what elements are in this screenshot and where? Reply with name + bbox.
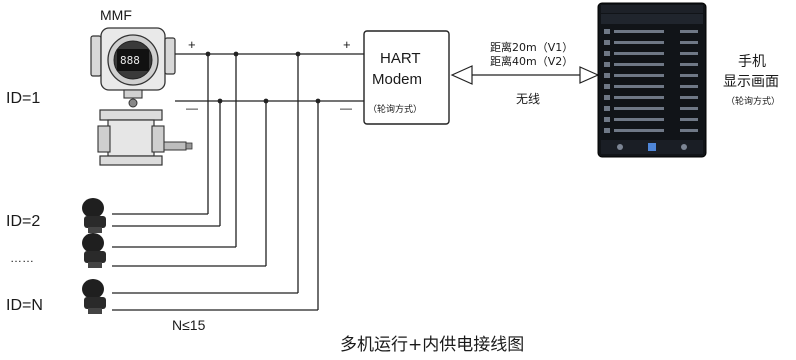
sensor-left-flange: [97, 125, 111, 153]
wireless-range-v2: 距离40m（V2）: [490, 54, 573, 68]
id-label-ellipsis: ……: [10, 251, 34, 265]
menu-row-icon: [604, 73, 610, 78]
housing-left-cap: [90, 35, 102, 77]
id-label-2: ID=2: [6, 213, 40, 230]
menu-row-icon: [604, 106, 610, 111]
menu-row-text: [614, 129, 664, 132]
id-label-1: ID=1: [6, 90, 40, 107]
modem-box: [363, 30, 450, 125]
menu-row-icon: [604, 95, 610, 100]
neck-screw-icon: [128, 98, 138, 108]
device-count-label: N≤15: [172, 317, 206, 333]
device-body-icon: [84, 216, 106, 228]
menu-row-icon: [604, 40, 610, 45]
menu-row-icon: [604, 29, 610, 34]
device-body-icon: [84, 251, 106, 263]
device-head-icon: [82, 233, 104, 253]
wireless-range-v1: 距离20m（V1）: [490, 40, 573, 54]
device-head-icon: [82, 279, 104, 299]
device-foot-icon: [88, 308, 102, 314]
hart-modem: HART Modem （轮询方式）: [363, 30, 450, 125]
device-body-icon: [84, 297, 106, 309]
modem-plus-sign: +: [343, 37, 351, 52]
menu-row-text: [614, 63, 664, 66]
nav-chart-icon: [648, 143, 656, 151]
menu-row-icon: [604, 62, 610, 67]
menu-row-text: [614, 85, 664, 88]
menu-row-text: [614, 41, 664, 44]
menu-row-text: [614, 30, 664, 33]
bus-wires: [112, 51, 364, 311]
device-n: [82, 279, 106, 314]
menu-row-icon: [604, 51, 610, 56]
menu-row-icon: [604, 84, 610, 89]
modem-minus-sign: —: [340, 101, 352, 115]
menu-row-value: [680, 107, 698, 110]
junction-dot: [263, 98, 269, 104]
phone-frame: [597, 2, 707, 158]
phone: [597, 2, 707, 158]
wireless-link: [450, 65, 600, 85]
menu-row-value: [680, 96, 698, 99]
device-2: [82, 198, 106, 233]
lcd-digits-icon: 888: [120, 54, 140, 67]
transmitter-brand: MMF: [100, 7, 132, 23]
phone-caption-mode: （轮询方式）: [726, 95, 780, 107]
junction-dot: [217, 98, 223, 104]
menu-row-value: [680, 41, 698, 44]
arrow-left-icon: [450, 65, 473, 85]
menu-row-value: [680, 85, 698, 88]
menu-row-value: [680, 118, 698, 121]
transmitter: MMF 888: [90, 7, 193, 166]
phone-caption-line2: 显示画面: [723, 74, 779, 90]
housing-right-cap: [164, 37, 176, 75]
junction-dot: [205, 51, 211, 57]
phone-header-row: [601, 14, 703, 24]
menu-row-value: [680, 74, 698, 77]
sensor-right-flange: [151, 125, 165, 153]
id-label-n: ID=N: [6, 297, 43, 314]
vent-valve-icon: [163, 141, 187, 151]
sensor-bottom-plate: [99, 155, 163, 166]
phone-menu-list: [604, 29, 698, 133]
menu-row-value: [680, 52, 698, 55]
junction-dot: [315, 98, 321, 104]
bus-plus-sign: +: [188, 37, 196, 52]
menu-row-text: [614, 107, 664, 110]
modem-mode: （轮询方式）: [368, 103, 422, 115]
menu-row-value: [680, 63, 698, 66]
sensor-body: [107, 119, 155, 157]
vent-valve-tip: [185, 142, 193, 150]
menu-row-text: [614, 74, 664, 77]
menu-row-value: [680, 129, 698, 132]
wireless-label: 无线: [516, 92, 540, 106]
junction-dot: [295, 51, 301, 57]
junction-dot: [233, 51, 239, 57]
device-3: [82, 233, 106, 268]
sensor-top-plate: [99, 109, 163, 121]
modem-title-line1: HART: [380, 50, 421, 67]
device-foot-icon: [88, 262, 102, 268]
diagram-caption: 多机运行+内供电接线图: [340, 335, 524, 355]
device-head-icon: [82, 198, 104, 218]
housing-neck: [123, 89, 143, 99]
menu-row-icon: [604, 128, 610, 133]
nav-settings-icon: [681, 144, 687, 150]
menu-row-text: [614, 96, 664, 99]
bus-minus-sign: —: [186, 101, 198, 115]
device-foot-icon: [88, 227, 102, 233]
modem-title-line2: Modem: [372, 71, 422, 88]
menu-row-text: [614, 118, 664, 121]
menu-row-icon: [604, 117, 610, 122]
lcd-screen: [117, 49, 149, 71]
phone-status-bar: [601, 5, 703, 13]
nav-home-icon: [617, 144, 623, 150]
phone-caption-line1: 手机: [738, 54, 766, 70]
arrow-right-icon: [579, 66, 600, 84]
menu-row-text: [614, 52, 664, 55]
menu-row-value: [680, 30, 698, 33]
